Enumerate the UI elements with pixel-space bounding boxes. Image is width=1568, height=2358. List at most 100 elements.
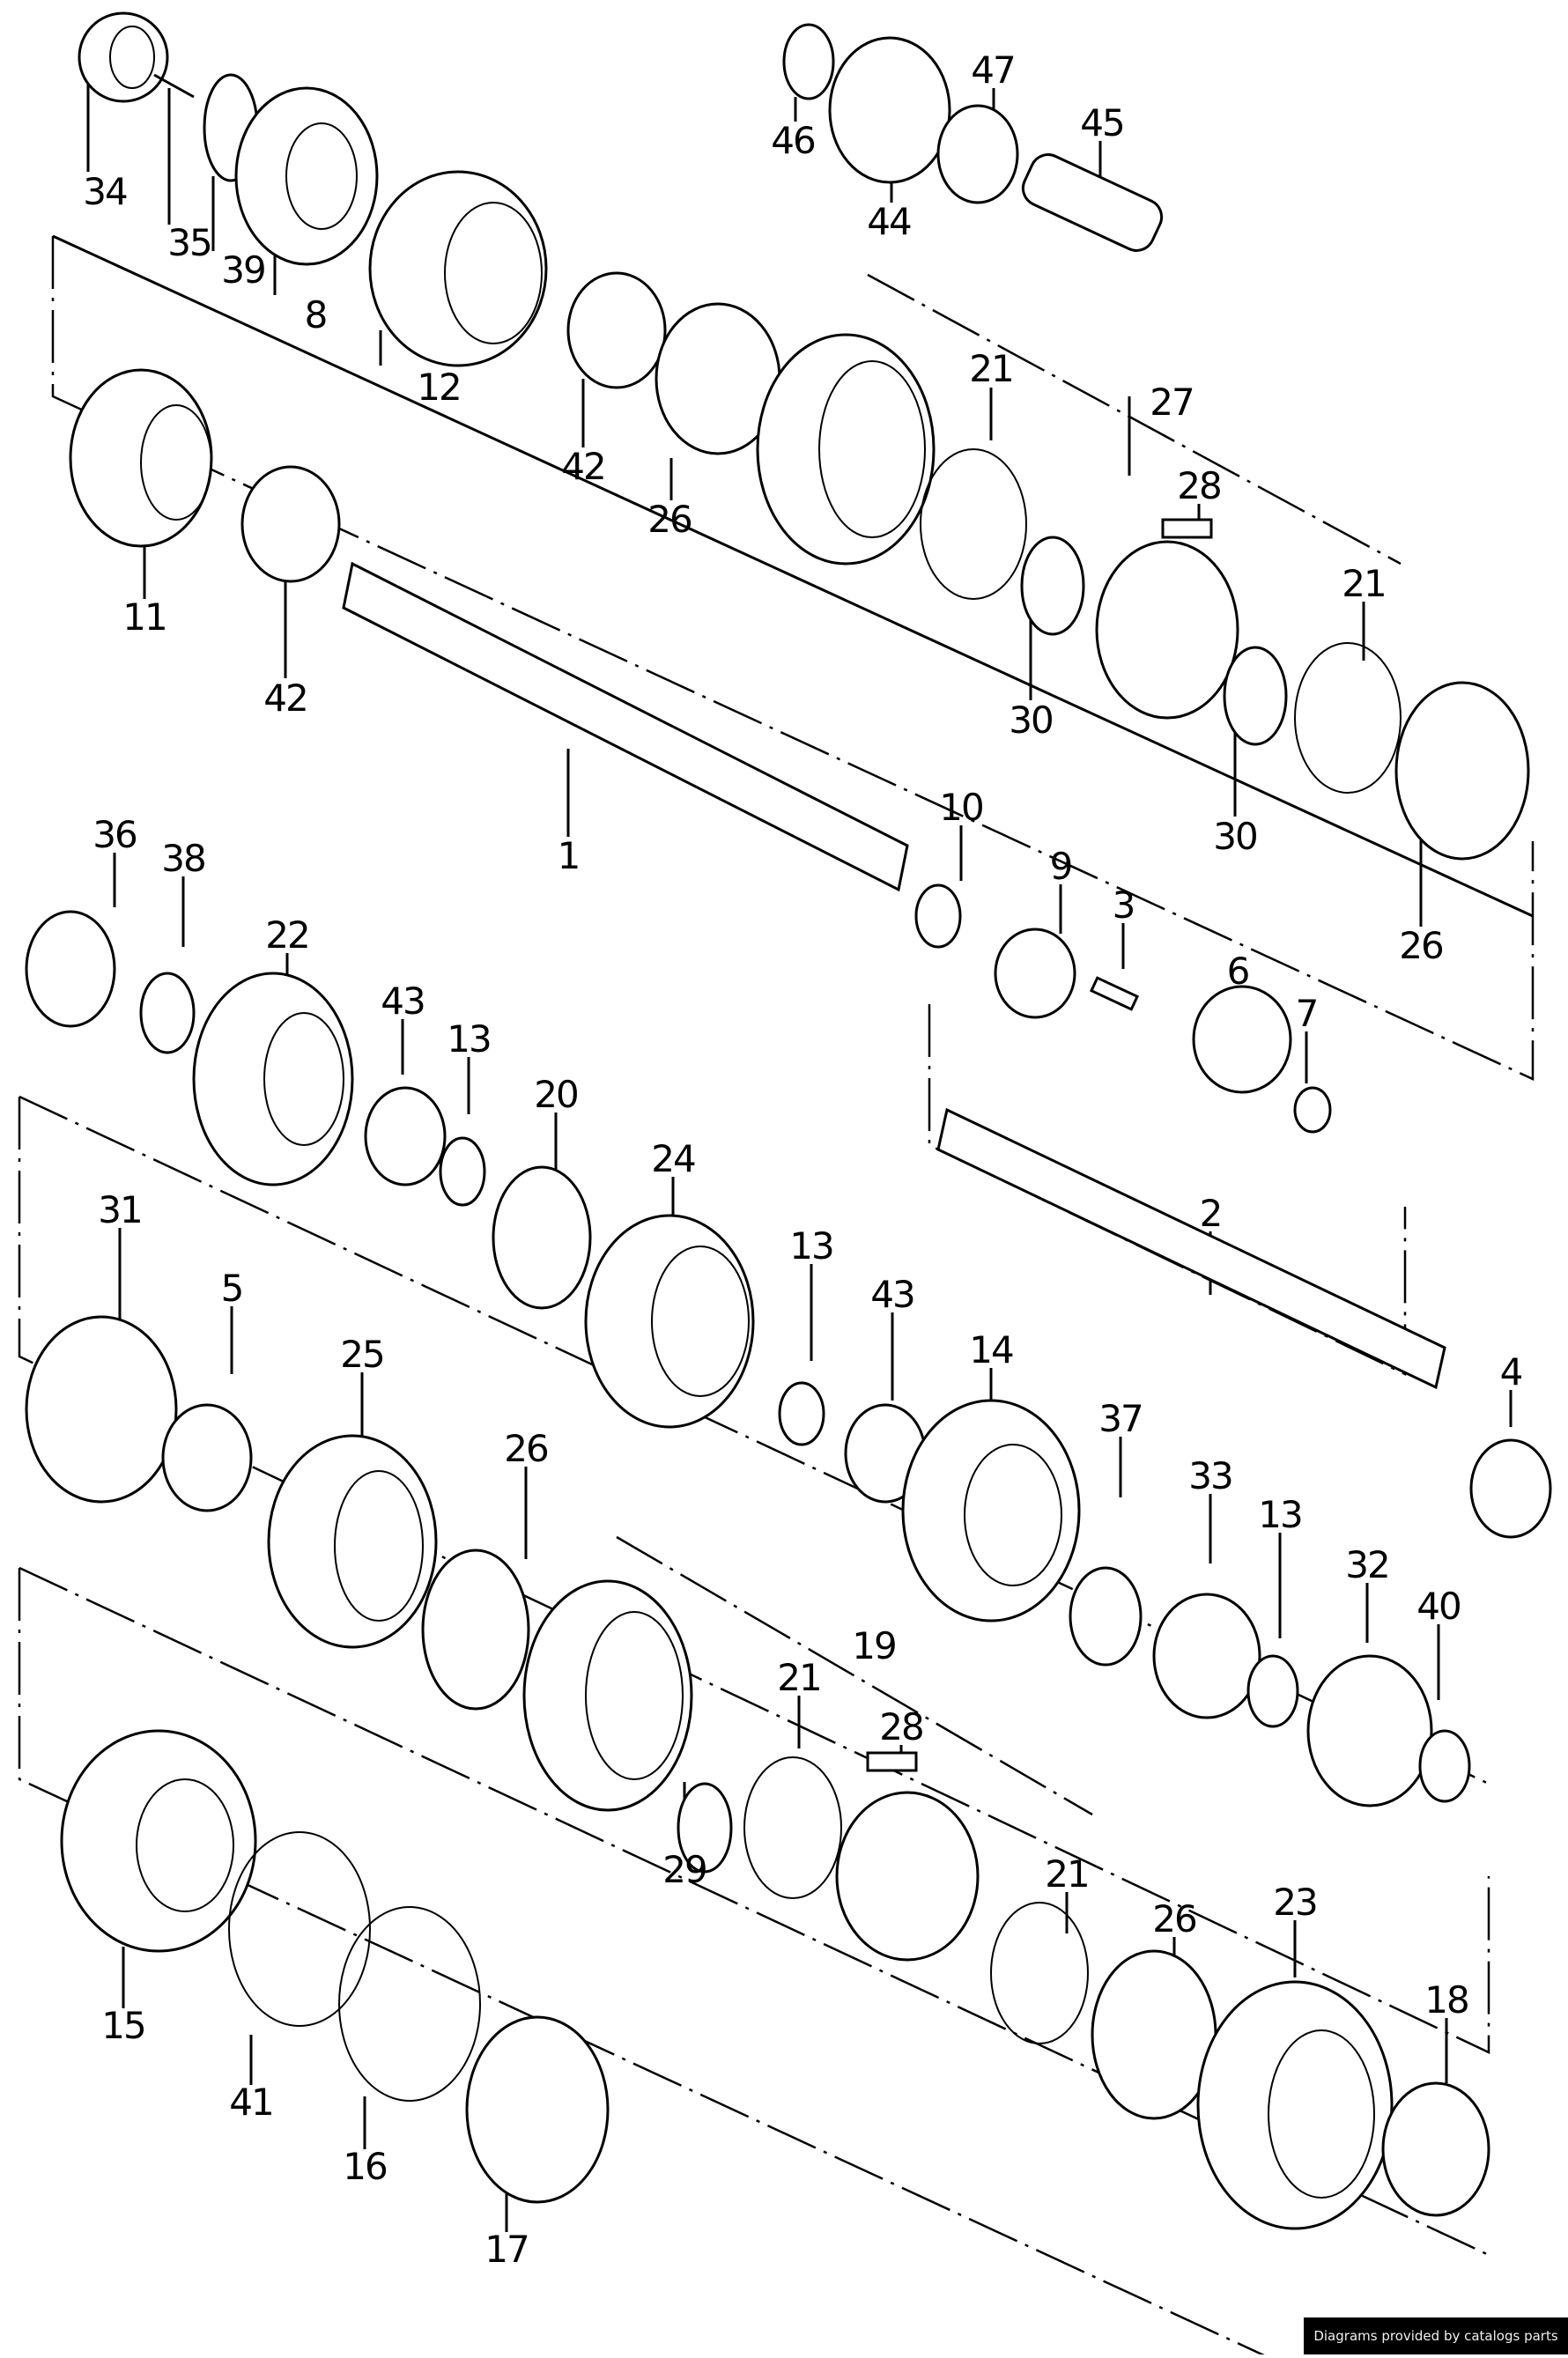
part-label-28: 28 [1177, 464, 1222, 507]
circlip-30b [1223, 646, 1288, 746]
part-label-42: 42 [263, 676, 308, 720]
screw-35 [153, 73, 195, 99]
circlip-30 [1020, 536, 1085, 636]
part-label-13: 13 [447, 1017, 492, 1061]
shim-16 [338, 1906, 481, 2102]
part-label-44: 44 [867, 200, 912, 243]
needle-bearing-42 [240, 465, 341, 583]
lower-group-outline [18, 1568, 1273, 2358]
pin-3 [1089, 976, 1140, 1011]
gear-31 [25, 1315, 178, 1504]
part-label-11: 11 [122, 595, 167, 639]
part-label-21: 21 [969, 347, 1014, 390]
key-28b [866, 1751, 918, 1772]
part-label-16: 16 [343, 2145, 388, 2188]
needle-bearing-34 [78, 11, 169, 103]
sliding-sleeve [756, 333, 936, 565]
part-label-28: 28 [879, 1705, 924, 1748]
part-label-7: 7 [1295, 992, 1320, 1035]
gear-20 [492, 1165, 592, 1310]
part-label-9: 9 [1049, 845, 1074, 888]
part-label-22: 22 [265, 913, 310, 957]
circlip-13 [439, 1136, 486, 1207]
part-label-6: 6 [1226, 950, 1251, 993]
part-label-13: 13 [1258, 1493, 1303, 1536]
needle-bearing-9 [994, 928, 1076, 1019]
part-label-2: 2 [1199, 1192, 1224, 1235]
part-label-41: 41 [229, 2081, 274, 2124]
gear-25 [267, 1434, 438, 1649]
part-label-33: 33 [1188, 1454, 1233, 1497]
spring-21d [990, 1902, 1089, 2044]
countershaft-group-outline [18, 1097, 1490, 2054]
part-label-21: 21 [1045, 1852, 1090, 1896]
leader-lines [86, 79, 1513, 2232]
washer-38 [139, 972, 196, 1054]
part-label-19: 19 [852, 1624, 897, 1667]
gear-12 [368, 170, 548, 367]
part-label-34: 34 [83, 170, 128, 213]
synchro-hub-27 [1095, 540, 1239, 720]
needle-bearing-47 [936, 104, 1019, 204]
circlip-40 [1418, 1729, 1471, 1803]
synchro-sleeve-24 [584, 1214, 755, 1429]
circlip-13c [1246, 1654, 1299, 1728]
part-label-26: 26 [1152, 1897, 1197, 1940]
part-label-25: 25 [340, 1333, 385, 1376]
tapered-bearing-36 [25, 910, 116, 1028]
parts-shapes [25, 11, 1552, 2230]
part-label-8: 8 [304, 293, 329, 336]
watermark-text: Diagrams provided by catalogs parts [1313, 2328, 1558, 2344]
group-27-bracket [867, 273, 1402, 565]
part-label-5: 5 [220, 1267, 245, 1310]
main-shaft-1 [342, 561, 909, 892]
spring-21c [743, 1756, 842, 1899]
lock-plate-37 [1069, 1566, 1143, 1667]
part-label-18: 18 [1424, 1978, 1469, 2022]
spring-21 [920, 448, 1027, 600]
group-19-bracket [616, 1535, 1093, 1816]
output-shaft-2 [936, 1107, 1446, 1390]
bearing-4 [1469, 1438, 1552, 1539]
part-label-42: 42 [561, 445, 606, 488]
spring-21b [1294, 642, 1402, 794]
part-label-35: 35 [167, 221, 212, 264]
washer-46 [782, 23, 835, 100]
synchro-ring-26c [421, 1549, 530, 1711]
synchro-ring-26b [1394, 681, 1530, 861]
sleeve-33 [1152, 1593, 1261, 1719]
part-label-26: 26 [1399, 924, 1444, 967]
part-label-21: 21 [777, 1656, 822, 1699]
part-label-1: 1 [557, 834, 581, 877]
synchro-ring-17 [465, 2015, 610, 2204]
bearing-18 [1381, 2081, 1490, 2217]
part-label-30: 30 [1213, 815, 1258, 858]
needle-bearing-5 [161, 1403, 253, 1512]
part-label-17: 17 [484, 2228, 529, 2271]
circlip-10 [914, 883, 962, 949]
circlip-29 [677, 1782, 733, 1874]
part-label-24: 24 [651, 1137, 696, 1180]
gear-22 [192, 972, 354, 1186]
part-label-23: 23 [1273, 1881, 1318, 1924]
circlip-13b [778, 1381, 825, 1446]
needle-bearing-6 [1192, 985, 1292, 1094]
part-label-36: 36 [92, 813, 137, 856]
reverse-shaft-45 [1021, 153, 1164, 252]
part-label-31: 31 [98, 1188, 143, 1231]
part-label-30: 30 [1009, 699, 1054, 742]
watermark: Diagrams provided by catalogs parts [1304, 2317, 1568, 2354]
part-label-27: 27 [1150, 381, 1194, 424]
part-label-43: 43 [870, 1273, 915, 1316]
part-label-39: 39 [221, 248, 266, 292]
part-label-38: 38 [161, 837, 206, 880]
gear-44 [828, 36, 951, 184]
o-ring-41 [228, 1831, 371, 2027]
part-label-47: 47 [971, 48, 1016, 92]
part-label-13: 13 [789, 1224, 834, 1268]
key-28 [1161, 518, 1213, 539]
synchro-hub-19 [835, 1791, 980, 1962]
part-label-4: 4 [1499, 1350, 1524, 1393]
